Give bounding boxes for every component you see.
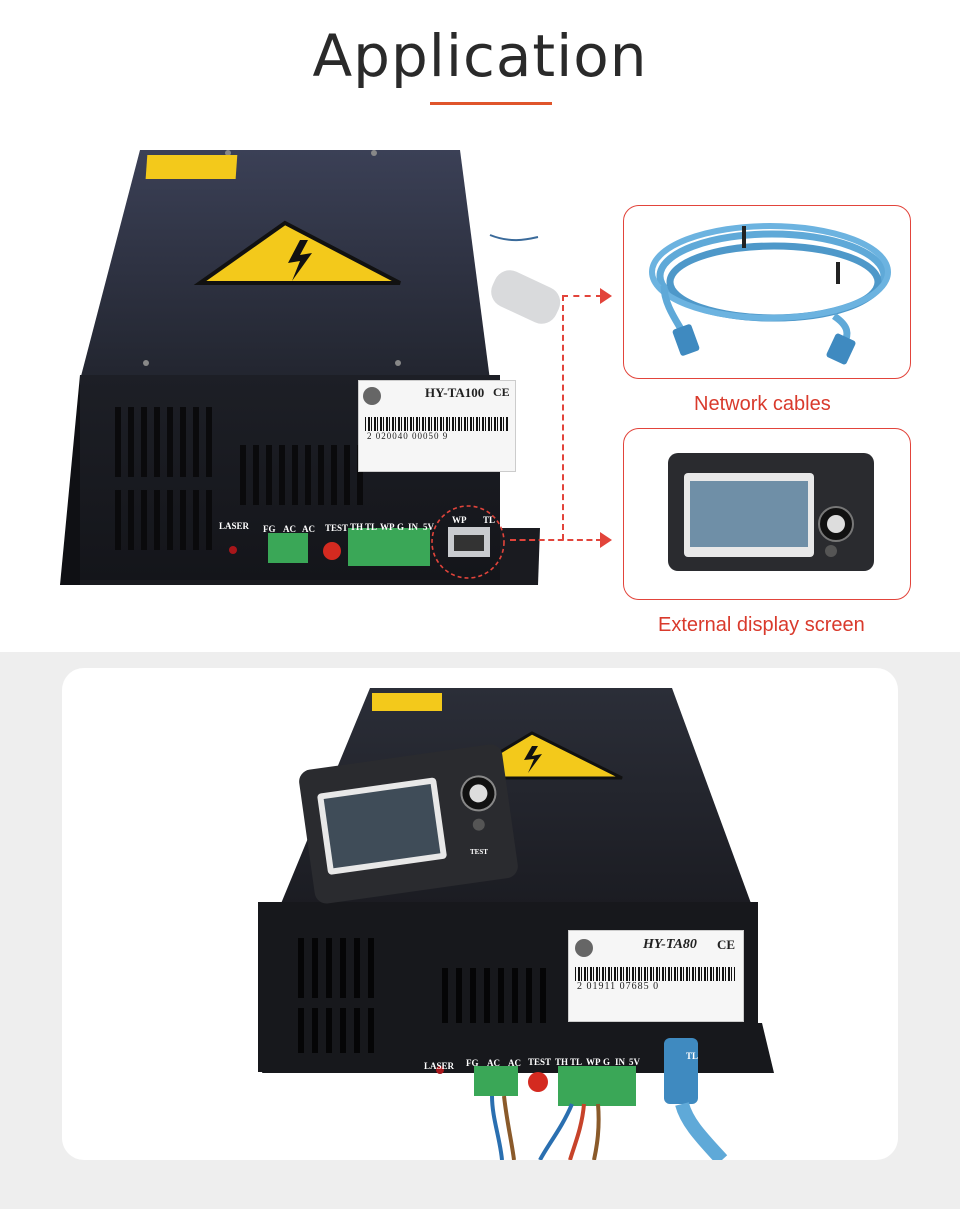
port-label-ac2: AC <box>302 524 315 534</box>
network-cable-icon <box>649 223 891 365</box>
port-label-wp-eth: WP <box>452 515 467 525</box>
port-label-fg-bottom: FG <box>466 1058 479 1068</box>
external-display-label: External display screen <box>658 614 865 636</box>
ethernet-port-icon <box>448 527 490 557</box>
port-label-g: G <box>397 522 405 532</box>
display-knob-icon <box>818 506 854 542</box>
title-underline <box>430 102 552 105</box>
port-label-tl: TL <box>365 522 378 532</box>
port-label-5v-bottom: 5V <box>629 1057 640 1067</box>
port-label-tl-eth: TL <box>483 515 496 525</box>
port-label-ac1: AC <box>283 524 296 534</box>
connector-vertical <box>562 295 564 540</box>
port-label-ac2-bottom: AC <box>508 1058 521 1068</box>
ce-mark: CE <box>493 385 510 399</box>
port-label-th-bottom: TH <box>555 1057 569 1067</box>
port-label-wp: WP <box>380 522 395 532</box>
port-label-tl-bottom: TL <box>570 1057 583 1067</box>
top-section: Application <box>60 22 911 636</box>
barcode-bottom <box>575 967 735 981</box>
port-label-test: TEST <box>325 523 349 533</box>
network-cables-label: Network cables <box>694 393 831 415</box>
high-voltage-warning-icon <box>193 220 401 285</box>
callout-external-display <box>623 428 911 600</box>
port-label-ac1-bottom: AC <box>487 1058 500 1068</box>
port-label-test-bottom: TEST <box>528 1057 552 1067</box>
power-supply-bottom <box>258 688 774 1160</box>
barcode-number-bottom: 2 01911 07685 0 <box>577 981 660 992</box>
display-test-label: TEST <box>470 848 488 856</box>
connector-to-display <box>510 539 602 541</box>
installed-photo-card: HY-TA80 CE 2 01911 07685 0 LASER FG AC A… <box>62 668 898 1160</box>
port-label-g-bottom: G <box>603 1057 611 1067</box>
brand-logo-icon-bottom <box>575 939 593 957</box>
port-label-tl-eth-bottom: TL <box>686 1051 699 1061</box>
port-label-th: TH <box>350 522 364 532</box>
page-title: Application <box>312 22 648 90</box>
model-label-card-top: HY-TA100 CE 2 020040 00050 9 <box>358 380 516 472</box>
port-label-wp-bottom: WP <box>586 1057 601 1067</box>
arrow-network <box>600 288 612 304</box>
arrow-display <box>600 532 612 548</box>
model-text: HY-TA100 <box>425 385 485 400</box>
port-label-laser-bottom: LASER <box>424 1061 455 1071</box>
barcode-number: 2 020040 00050 9 <box>367 431 449 441</box>
port-label-laser: LASER <box>219 521 250 531</box>
port-label-in: IN <box>408 522 419 532</box>
connector-to-network <box>562 295 602 297</box>
ce-mark-bottom: CE <box>717 937 736 952</box>
external-display-icon <box>668 453 874 571</box>
model-text-bottom: HY-TA80 <box>643 937 697 952</box>
barcode <box>365 417 509 431</box>
port-label-5v: 5V <box>423 522 434 532</box>
port-label-fg: FG <box>263 524 276 534</box>
brand-logo-icon <box>363 387 381 405</box>
callout-network-cables <box>623 205 911 379</box>
port-label-in-bottom: IN <box>615 1057 626 1067</box>
model-label-card-bottom: HY-TA80 CE 2 01911 07685 0 <box>568 930 744 1022</box>
